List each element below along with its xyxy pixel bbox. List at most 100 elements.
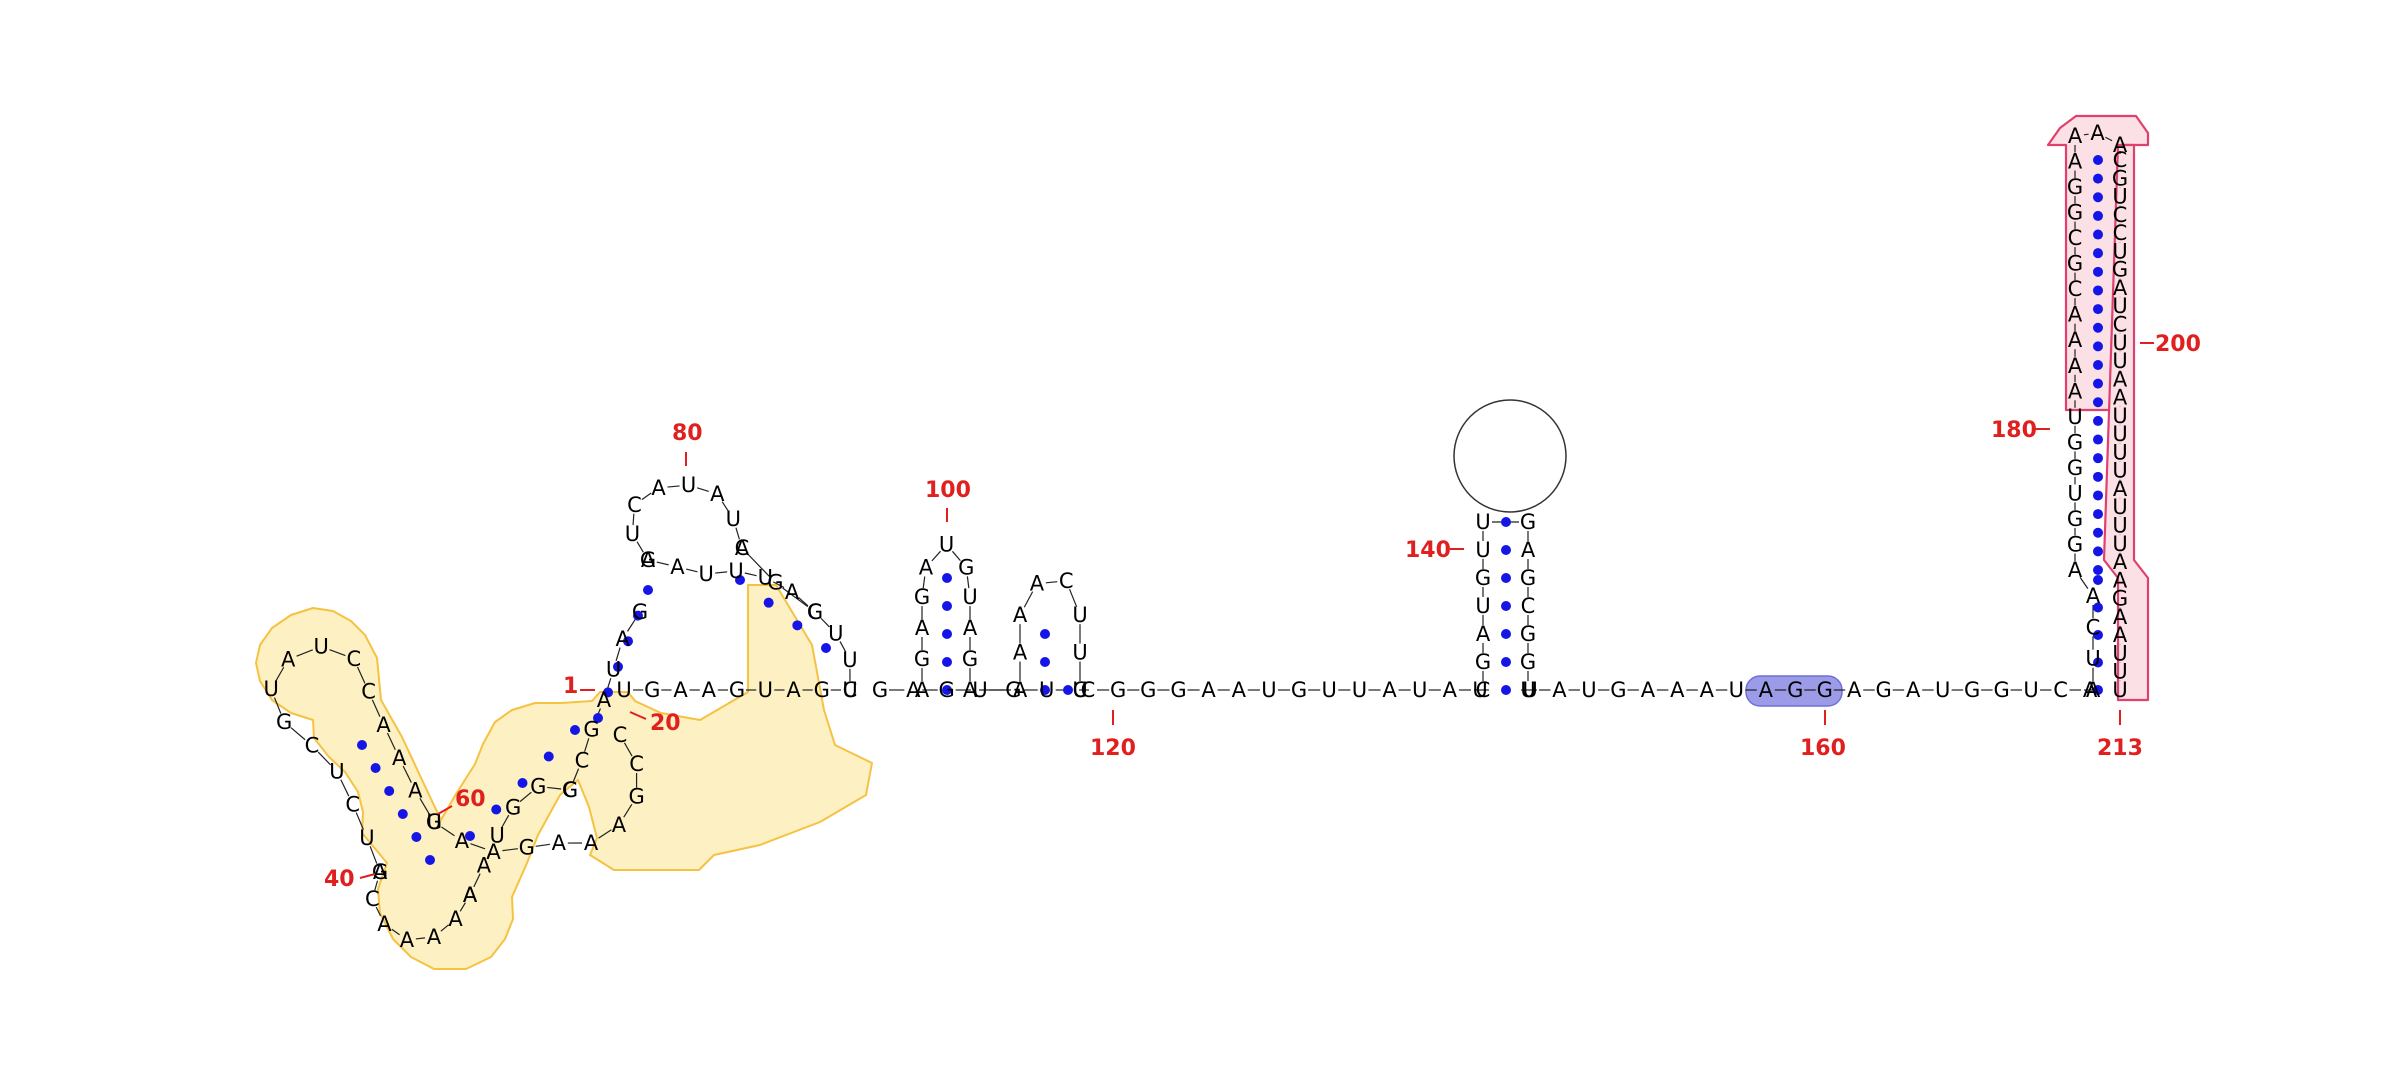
- base-pair-dot: [2093, 155, 2103, 165]
- nucleotide-83: A: [915, 678, 930, 702]
- nucleotide-18: A: [670, 555, 685, 579]
- hairpin-loop-circle: [1454, 400, 1566, 512]
- nucleotide-92: G: [962, 647, 978, 671]
- nucleotide-109: G: [1291, 678, 1307, 702]
- base-pair-dot: [2093, 230, 2103, 240]
- base-pair-dot: [425, 855, 435, 865]
- nucleotide-25: A: [710, 482, 725, 506]
- nucleotide-150: A: [2086, 678, 2101, 702]
- nucleotide-48: A: [377, 912, 392, 936]
- base-pair-dot: [1501, 517, 1511, 527]
- nucleotide-131: A: [1552, 678, 1567, 702]
- nucleotide-154: A: [2068, 558, 2083, 582]
- nucleotide-7: A: [786, 678, 801, 702]
- nucleotide-164: A: [2068, 303, 2083, 327]
- base-pair-dot: [942, 657, 952, 667]
- label-60: 60: [455, 787, 486, 812]
- base-pair-dot: [2093, 416, 2103, 426]
- base-pair-dot: [1501, 657, 1511, 667]
- nucleotide-160: U: [2067, 405, 2082, 429]
- nucleotide-8: G: [814, 678, 830, 702]
- label-213: 213: [2097, 736, 2143, 761]
- nucleotide-151: U: [2085, 647, 2100, 671]
- nucleotide-3: A: [673, 678, 688, 702]
- nucleotide-93: A: [963, 678, 978, 702]
- label-140: 140: [1405, 538, 1451, 563]
- backbone-link: [657, 562, 669, 565]
- backbone-lines: [274, 134, 2120, 939]
- label-100: 100: [925, 478, 971, 503]
- nucleotide-113: U: [1412, 678, 1427, 702]
- nucleotide-84: G: [914, 647, 930, 671]
- backbone-link: [668, 486, 680, 487]
- base-pair-dot: [1040, 629, 1050, 639]
- label-200: 200: [2155, 332, 2201, 357]
- nucleotide-133: G: [1610, 678, 1626, 702]
- nucleotide-143: A: [1906, 678, 1921, 702]
- base-pair-dot: [2093, 360, 2103, 370]
- nucleotide-203: U: [2112, 678, 2127, 702]
- nucleotide-53: C: [345, 792, 360, 816]
- nucleotide-94: A: [1013, 678, 1028, 702]
- label-180: 180: [1991, 418, 2037, 443]
- nucleotide-10: U: [842, 678, 857, 702]
- nucleotide-155: G: [2067, 532, 2083, 556]
- nucleotide-73: G: [628, 785, 644, 809]
- nucleotide-162: A: [2068, 354, 2083, 378]
- nucleotide-153: A: [2086, 584, 2101, 608]
- base-pair-dot: [1501, 685, 1511, 695]
- base-pair-dot: [411, 832, 421, 842]
- nucleotide-97: A: [1030, 572, 1045, 596]
- base-pair-dot: [518, 778, 528, 788]
- base-pair-dot: [1501, 545, 1511, 555]
- nucleotide-137: U: [1729, 678, 1744, 702]
- nucleotide-85: A: [915, 616, 930, 640]
- base-pair-dot: [357, 740, 367, 750]
- nucleotide-17: U: [699, 562, 714, 586]
- nucleotide-111: U: [1352, 678, 1367, 702]
- nucleotide-44: A: [463, 883, 478, 907]
- nucleotide-116: C: [1476, 678, 1491, 702]
- nucleotide-135: A: [1670, 678, 1685, 702]
- nucleotide-126: C: [1521, 594, 1536, 618]
- base-pair-dot: [2093, 490, 2103, 500]
- base-pair-dot: [792, 620, 802, 630]
- nucleotide-88: U: [939, 532, 954, 556]
- base-pair-dot: [2093, 509, 2103, 519]
- base-pair-dot: [942, 629, 952, 639]
- backbone-link: [745, 573, 757, 576]
- nucleotide-40: G: [505, 795, 521, 819]
- nucleotide-120: G: [1475, 566, 1491, 590]
- nucleotide-12: U: [828, 622, 843, 646]
- nucleotide-47: A: [400, 928, 415, 952]
- nucleotide-165: C: [2068, 277, 2083, 301]
- backbone-link: [1046, 582, 1057, 583]
- nucleotide-103: G: [1110, 678, 1126, 702]
- nucleotide-134: A: [1641, 678, 1656, 702]
- nucleotide-33: U: [606, 658, 621, 682]
- base-pair-dot: [2093, 341, 2103, 351]
- base-pair-dot: [2093, 174, 2103, 184]
- nucleotide-156: G: [2067, 507, 2083, 531]
- base-pair-dot: [2093, 323, 2103, 333]
- base-pair-dot: [398, 809, 408, 819]
- base-pair-dot: [2093, 472, 2103, 482]
- nucleotide-45: A: [448, 907, 463, 931]
- nucleotide-87: A: [919, 556, 934, 580]
- base-pair-dot: [384, 786, 394, 796]
- base-pair-dot: [371, 763, 381, 773]
- nucleotide-69: G: [519, 836, 535, 860]
- nucleotide-152: C: [2086, 615, 2101, 639]
- nucleotide-125: G: [1520, 566, 1536, 590]
- nucleotide-46: A: [427, 925, 442, 949]
- nucleotide-172: A: [2090, 121, 2105, 145]
- base-pair-dot: [2093, 304, 2103, 314]
- nucleotide-117: G: [1475, 650, 1491, 674]
- base-pair-dot: [2093, 435, 2103, 445]
- nucleotide-64: A: [408, 779, 423, 803]
- nucleotide-39: G: [530, 774, 546, 798]
- nucleotide-170: A: [2068, 150, 2083, 174]
- label-120: 120: [1090, 736, 1136, 761]
- nucleotide-127: G: [1520, 622, 1536, 646]
